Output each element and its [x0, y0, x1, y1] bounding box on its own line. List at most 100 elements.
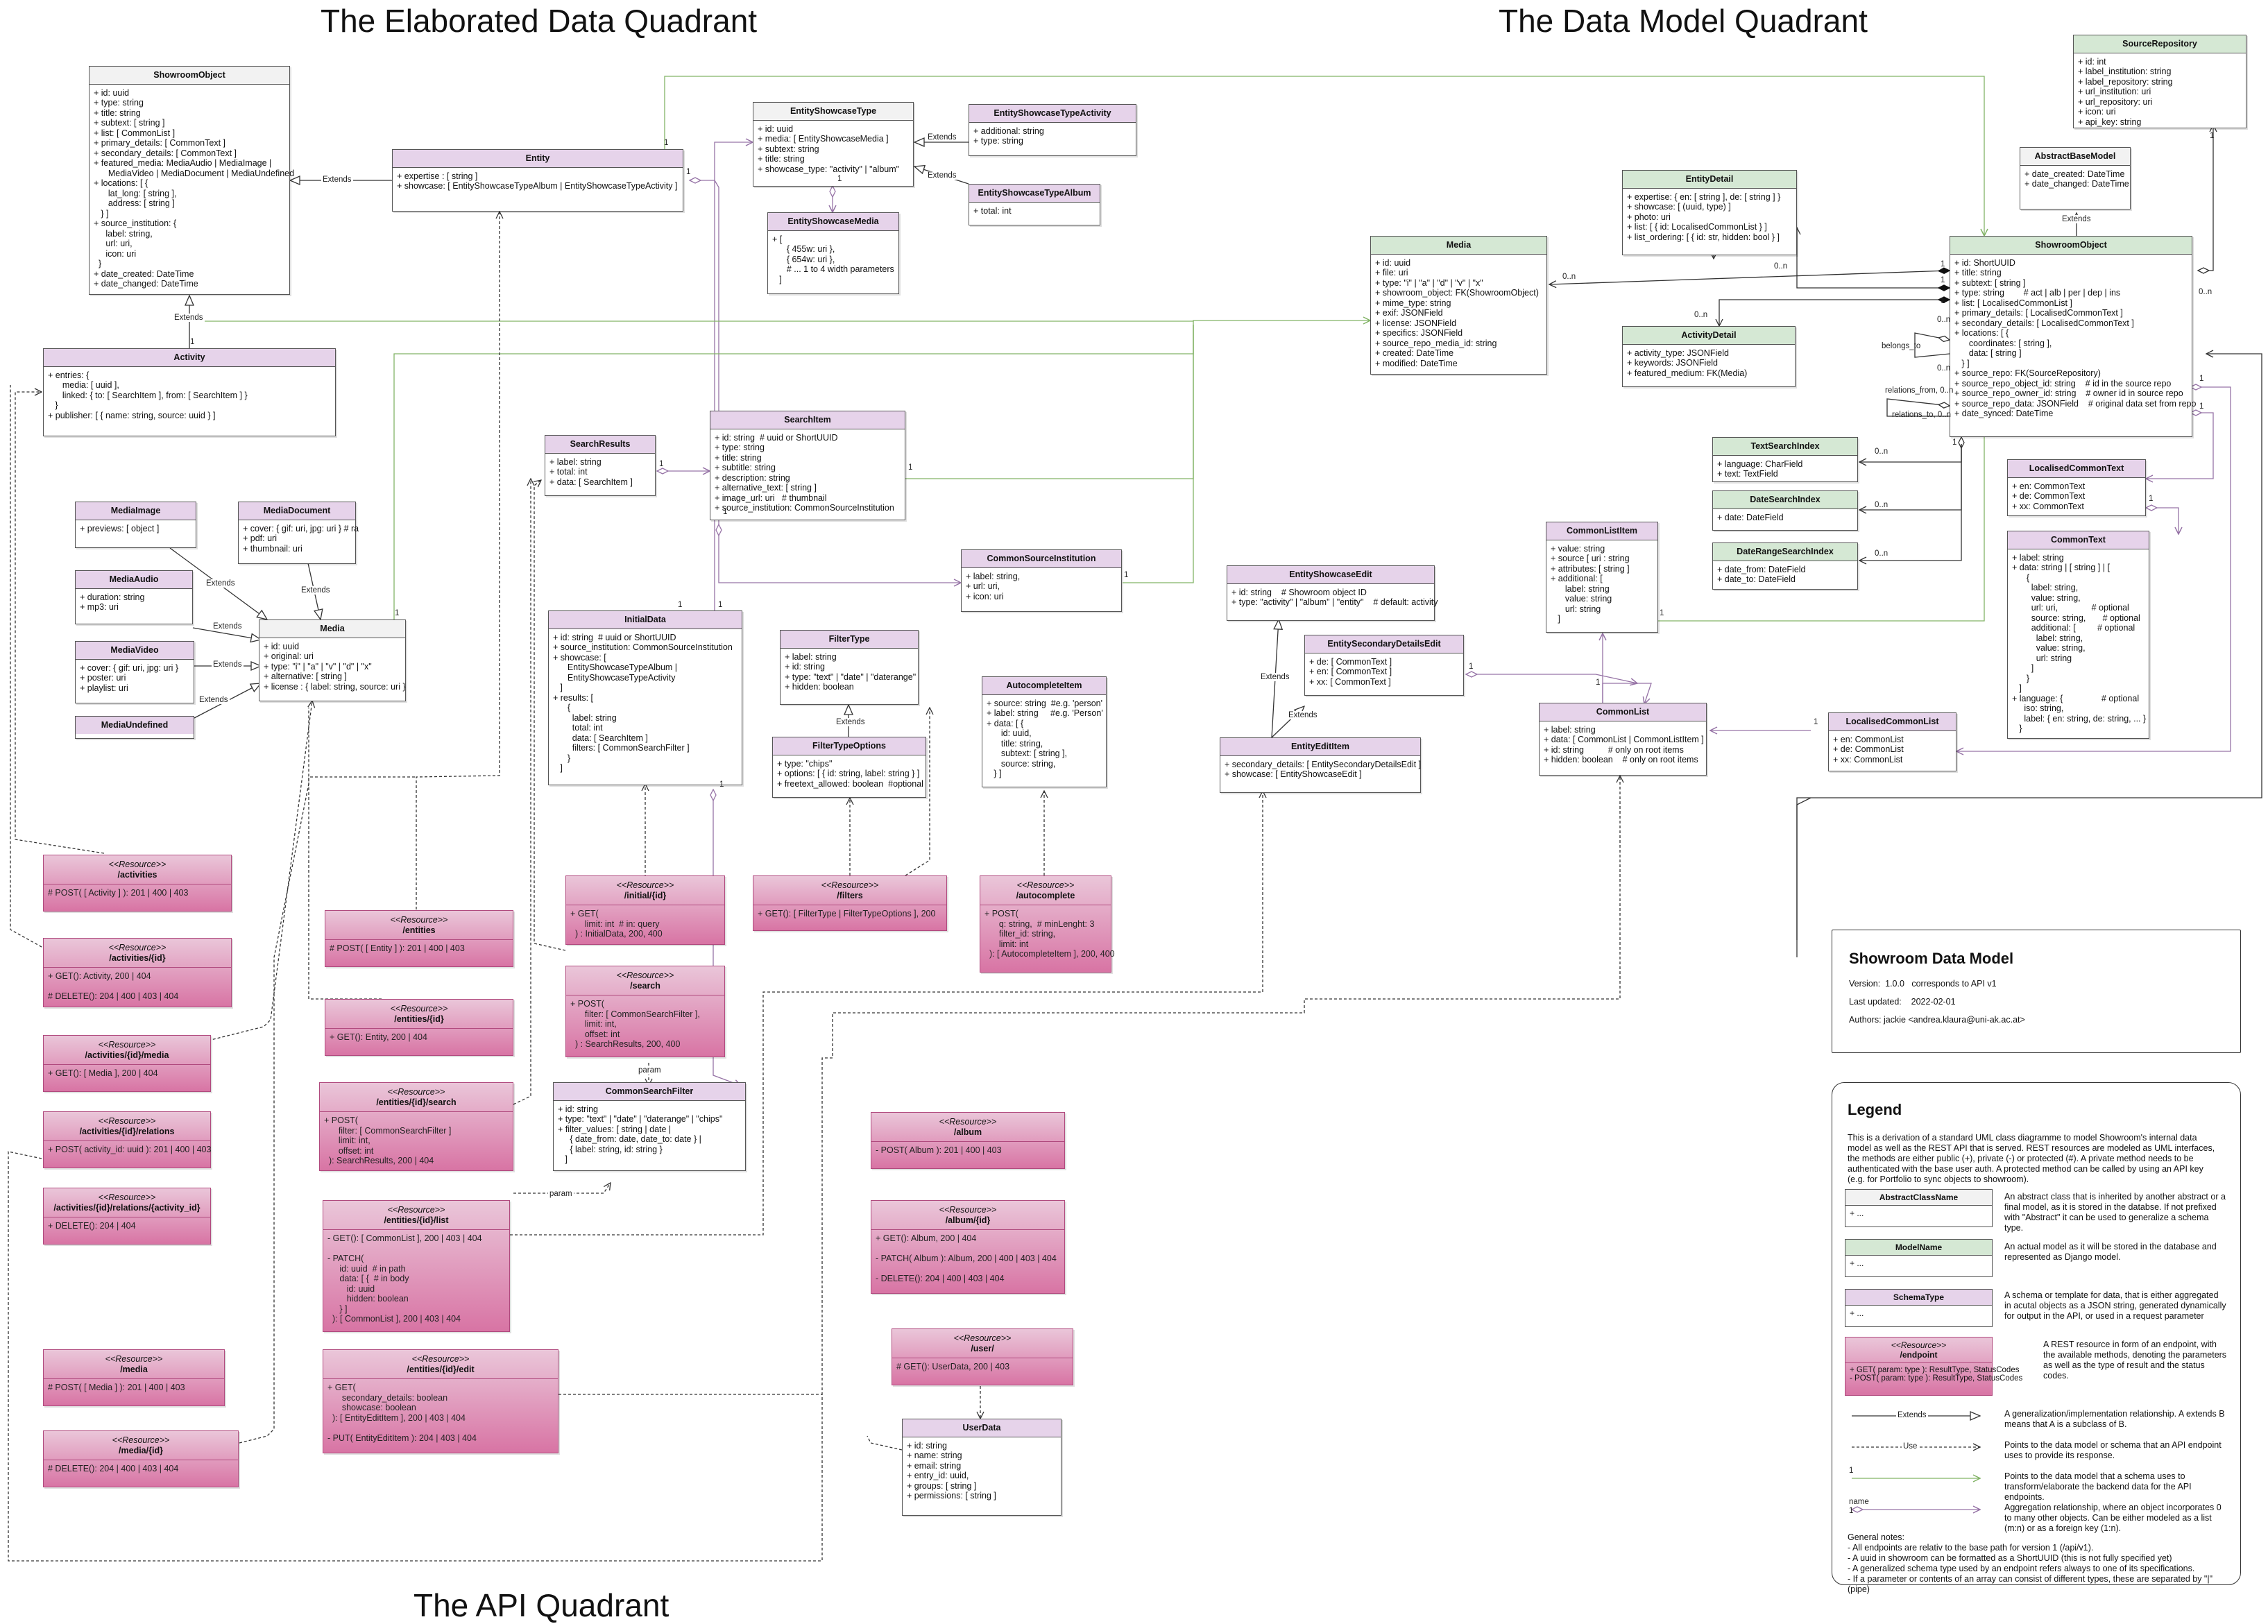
class-entityshowcasetypeactivity[interactable]: EntityShowcaseTypeActivity + additional:…	[969, 104, 1136, 156]
resource-stereotype: <<Resource>>	[387, 1205, 445, 1215]
resource-path: /album	[953, 1127, 982, 1137]
class-entitysecondarydetailsedit[interactable]: EntitySecondaryDetailsEdit + de: [ Commo…	[1304, 635, 1464, 696]
class-searchitem[interactable]: SearchItem + id: string # uuid or ShortU…	[710, 411, 905, 520]
resource-initial-id[interactable]: <<Resource>>/initial/{id} + GET( limit: …	[565, 875, 725, 945]
class-title: EntityShowcaseType	[753, 103, 913, 121]
edge-label-one: 1	[1124, 571, 1129, 579]
class-entityedititem[interactable]: EntityEditItem + secondary_details: [ En…	[1220, 737, 1421, 793]
class-filtertype[interactable]: FilterType + label: string + id: string …	[780, 630, 919, 705]
class-commonsearchfilter[interactable]: CommonSearchFilter + id: string + type: …	[553, 1082, 746, 1171]
class-filtertypeoptions[interactable]: FilterTypeOptions + type: "chips" + opti…	[772, 737, 926, 798]
resource-album-id[interactable]: <<Resource>>/album/{id} + GET(): Album, …	[871, 1200, 1065, 1294]
class-entity[interactable]: Entity + expertise : [ string ] + showca…	[392, 149, 683, 212]
edge-label-extends: Extends	[212, 660, 244, 669]
class-mediadocument[interactable]: MediaDocument + cover: { gif: uri, jpg: …	[238, 502, 359, 564]
class-sourcerepository[interactable]: SourceRepository + id: int + label_insti…	[2073, 35, 2246, 128]
class-commontext[interactable]: CommonText + label: string + data: strin…	[2007, 531, 2149, 739]
class-mediavideo[interactable]: MediaVideo + cover: { gif: uri, jpg: uri…	[75, 641, 194, 703]
class-media-model[interactable]: Media + id: uuid + file: uri + type: "i"…	[1370, 236, 1547, 375]
class-mediaundefined[interactable]: MediaUndefined	[75, 716, 194, 739]
resource-methods: # GET(): UserData, 200 | 403	[896, 1362, 1010, 1371]
class-showroomobject-schema[interactable]: ShowroomObject + id: uuid + type: string…	[89, 66, 294, 295]
class-showroomobject-model[interactable]: ShowroomObject + id: ShortUUID + title: …	[1950, 236, 2196, 437]
edge-label-one: 1	[395, 609, 400, 617]
class-datesearchindex[interactable]: DateSearchIndex + date: DateField	[1712, 490, 1858, 531]
resource-entities-id-edit[interactable]: <<Resource>>/entities/{id}/edit + GET( s…	[323, 1349, 559, 1453]
edge-label-zero-n: 0..n	[1875, 447, 1888, 456]
class-title: CommonSearchFilter	[554, 1083, 745, 1101]
class-entityshowcasetype[interactable]: EntityShowcaseType + id: uuid + media: […	[753, 102, 914, 187]
edge-label-one: 1	[1941, 297, 1945, 305]
class-autocompleteitem[interactable]: AutocompleteItem + source: string #e.g. …	[982, 676, 1107, 787]
edge-label-one: 1	[190, 338, 195, 346]
resource-entities-id-list[interactable]: <<Resource>>/entities/{id}/list - GET():…	[323, 1200, 510, 1332]
resource-activities-id-media[interactable]: <<Resource>>/activities/{id}/media + GET…	[43, 1035, 211, 1092]
class-attributes: + [ { 455w: uri }, { 654w: uri }, # ... …	[772, 234, 894, 284]
class-title: SearchItem	[710, 411, 905, 429]
class-mediaimage[interactable]: MediaImage + previews: [ object ]	[75, 502, 196, 548]
class-activity[interactable]: Activity + entries: { media: [ uuid ], l…	[43, 348, 336, 436]
class-activitydetail[interactable]: ActivityDetail + activity_type: JSONFiel…	[1622, 326, 1796, 387]
class-title: CommonListItem	[1546, 522, 1657, 540]
class-attributes: + date_from: DateField + date_to: DateFi…	[1717, 564, 1806, 585]
class-title: EntityEditItem	[1220, 738, 1420, 756]
class-abstractbasemodel[interactable]: AbstractBaseModel + date_created: DateTi…	[2020, 147, 2131, 210]
legend-endpoint-box: <<Resource>>/endpoint + GET( param: type…	[1845, 1337, 2022, 1396]
legend-schema-box: SchemaType + ...	[1845, 1289, 1993, 1327]
class-mediaaudio[interactable]: MediaAudio + duration: string + mp3: uri	[75, 570, 193, 624]
api-quadrant-title: The API Quadrant	[413, 1587, 670, 1623]
class-daterangesearchindex[interactable]: DateRangeSearchIndex + date_from: DateFi…	[1712, 542, 1858, 590]
class-localisedcommonlist[interactable]: LocalisedCommonList + en: CommonList + d…	[1828, 712, 1956, 771]
resource-activities-id-relations-activity-id[interactable]: <<Resource>>/activities/{id}/relations/{…	[43, 1188, 211, 1245]
class-entityshowcasemedia[interactable]: EntityShowcaseMedia + [ { 455w: uri }, {…	[767, 212, 899, 294]
class-userdata[interactable]: UserData + id: string + name: string + e…	[902, 1419, 1061, 1516]
class-textsearchindex[interactable]: TextSearchIndex + language: CharField + …	[1712, 437, 1858, 482]
resource-entities[interactable]: <<Resource>>/entities # POST( [ Entity ]…	[325, 910, 513, 967]
resource-path: /activities/{id}/media	[85, 1050, 169, 1060]
class-title: EntityShowcaseEdit	[1227, 566, 1434, 584]
resource-activities-id[interactable]: <<Resource>>/activities/{id} + GET(): Ac…	[43, 938, 232, 1007]
edge-label-one: 1	[659, 460, 664, 468]
edge-label-one: 1	[1952, 438, 1957, 447]
legend-abstract-desc: An abstract class that is inherited by a…	[2004, 1192, 2228, 1233]
resource-user[interactable]: <<Resource>>/user/ # GET(): UserData, 20…	[892, 1328, 1073, 1385]
resource-entities-id[interactable]: <<Resource>>/entities/{id} + GET(): Enti…	[325, 999, 513, 1056]
class-localisedcommontext[interactable]: LocalisedCommonText + en: CommonText + d…	[2007, 459, 2146, 516]
resource-search[interactable]: <<Resource>>/search + POST( filter: [ Co…	[565, 966, 725, 1057]
resource-media-id[interactable]: <<Resource>>/media/{id} # DELETE(): 204 …	[43, 1430, 239, 1487]
resource-autocomplete[interactable]: <<Resource>>/autocomplete + POST( q: str…	[980, 875, 1115, 973]
class-commonsourceinstitution[interactable]: CommonSourceInstitution + label: string,…	[961, 549, 1122, 612]
legend-model-body: + ...	[1850, 1258, 1864, 1268]
resource-media[interactable]: <<Resource>>/media # POST( [ Media ] ): …	[43, 1349, 225, 1406]
class-attributes: + previews: [ object ]	[80, 523, 160, 533]
class-initialdata[interactable]: InitialData + id: string # uuid or Short…	[548, 610, 742, 785]
legend-intro: This is a derivation of a standard UML c…	[1848, 1133, 2217, 1184]
class-entityshowcaseedit[interactable]: EntityShowcaseEdit + id: string # Showro…	[1227, 565, 1438, 621]
class-commonlistitem[interactable]: CommonListItem + value: string + source …	[1546, 522, 1658, 633]
class-entityshowcasetypealbum[interactable]: EntityShowcaseTypeAlbum + total: int	[969, 184, 1100, 225]
class-entitydetail[interactable]: EntityDetail + expertise: { en: [ string…	[1622, 170, 1797, 255]
class-commonlist[interactable]: CommonList + label: string + data: [ Com…	[1539, 703, 1707, 776]
edge-label-one: 1	[837, 175, 842, 183]
resource-methods: + POST( filter: [ CommonSearchFilter ] l…	[324, 1116, 452, 1165]
edge-label-one: 1	[1941, 276, 1945, 284]
class-searchresults[interactable]: SearchResults + label: string + total: i…	[545, 435, 656, 496]
info-updated: Last updated: 2022-02-01	[1849, 997, 1956, 1007]
class-media-schema[interactable]: Media + id: uuid + original: uri + type:…	[259, 619, 406, 701]
resource-activities[interactable]: <<Resource>>/activities # POST( [ Activi…	[43, 855, 232, 912]
resource-stereotype: <<Resource>>	[98, 1193, 156, 1202]
class-attributes: + language: CharField + text: TextField	[1717, 459, 1803, 479]
class-attributes: + date: DateField	[1717, 512, 1784, 522]
resource-album[interactable]: <<Resource>>/album - POST( Album ): 201 …	[871, 1112, 1065, 1169]
resource-stereotype: <<Resource>>	[98, 1116, 156, 1126]
resource-activities-id-relations[interactable]: <<Resource>>/activities/{id}/relations +…	[43, 1111, 211, 1168]
class-title: MediaDocument	[239, 502, 355, 520]
class-title: EntityShowcaseTypeActivity	[969, 105, 1136, 123]
resource-filters[interactable]: <<Resource>>/filters + GET(): [ FilterTy…	[753, 875, 947, 931]
class-attributes: + label: string, + url: uri, + icon: uri	[966, 571, 1021, 601]
class-title: Media	[1371, 237, 1546, 255]
class-title: AbstractBaseModel	[2020, 148, 2130, 166]
class-title: TextSearchIndex	[1713, 438, 1857, 456]
class-attributes: + id: uuid + media: [ EntityShowcaseMedi…	[758, 123, 900, 174]
resource-entities-id-search[interactable]: <<Resource>>/entities/{id}/search + POST…	[319, 1082, 513, 1171]
